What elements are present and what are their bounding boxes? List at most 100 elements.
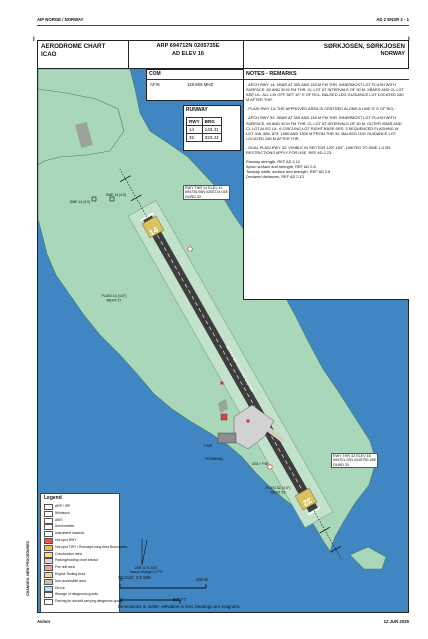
legend-label: Parking for aircraft carrying dangerous … (55, 599, 123, 604)
notes-heading: NOTES - REMARKS (246, 71, 297, 77)
runway-table: RWY BRG 14 143.41 32 323.42 (186, 117, 222, 142)
title-block: AERODROME CHART ICAO ARP 694712N 0205735… (38, 41, 408, 69)
windsock-icon (187, 246, 193, 252)
legend-swatch (44, 524, 53, 531)
legend-swatch (44, 517, 53, 524)
legend-swatch (44, 565, 53, 572)
note-references: Runway strength, REF AD 2.12 Apron surfa… (246, 159, 331, 180)
page-footer-left: Avinor (37, 619, 51, 624)
approach-lights-32-crossbar (319, 526, 331, 534)
legend-label: Hot-spot TWY / Runway/Lining Area Bounda… (55, 544, 128, 549)
legend-label: Storage of dangerous goods (55, 592, 98, 597)
page-header-left: AIP NORGE / NORWAY (37, 17, 84, 22)
legend-label: Construction area (55, 551, 82, 556)
legend-swatch (44, 504, 53, 510)
magnetic-variation-label: Annual change 0.27°E (130, 570, 164, 574)
obstacle-icon (220, 381, 224, 385)
note-apch-32: - APCH RWY 32: XBAR AT 300 AND 150 M FM … (246, 115, 403, 141)
scale-label: SCALE: 1:5 500 (118, 575, 151, 580)
chart-subtitle: ICAO (41, 51, 57, 58)
plasi-32-label: PLASI 32 (4.0°) (265, 486, 290, 490)
legend-swatch (44, 558, 53, 565)
scale-ft-500: 500 FT (173, 597, 187, 602)
legend-label: Instrument hazards (55, 531, 85, 536)
atc-label: ATA + FBI (252, 462, 268, 466)
plasi-32-label: MEHT 25 (270, 491, 285, 495)
runway-col-brg: BRG (201, 117, 222, 126)
islet (349, 546, 387, 570)
notes-box: NOTES - REMARKS - APCH RWY 14: XBAR AT 3… (243, 69, 409, 300)
plasi-14-label: PLASI 14 (4.5°) (101, 294, 126, 298)
dme-icon (109, 196, 115, 202)
legend-label: Engine Testing Area (55, 572, 86, 576)
thr14-callout: RWY THR 14 ELEV 11 694736.94N 0205714.04… (183, 185, 231, 201)
approach-lights-14 (119, 169, 148, 218)
legend-label: De-ice (55, 585, 65, 590)
scale-bar (119, 584, 207, 604)
table-row: 32 323.42 (186, 133, 222, 142)
aerodrome-name: SØRKJOSEN, SØRKJOSEN (323, 43, 405, 50)
dimensions-note: Dimensions in meter, elevation in feet, … (118, 604, 242, 609)
legend-swatch (44, 599, 53, 606)
legend-swatch (44, 538, 53, 544)
note-apch-14: - APCH RWY 14: XBAR AT 300 AND 150 M FM … (246, 82, 405, 103)
magnetic-north-line (141, 539, 148, 566)
change-bar-left: I (33, 37, 35, 43)
legend-heading: Legend (44, 495, 62, 501)
notes-content: - APCH RWY 14: XBAR AT 300 AND 150 M FM … (246, 82, 404, 180)
thr32-callout: RWY THR 32 ELEV 16 694701.02N 0205750.28… (331, 453, 379, 469)
scale-m-200: 200 M (196, 577, 208, 582)
legend-swatch (44, 510, 53, 517)
note-plasi-32: - DUAL PLASI RWY 32: VISIBLE IN SECTOR 1… (246, 144, 393, 156)
terminal-building (217, 432, 237, 444)
turn-pad-32 (294, 487, 318, 511)
approach-lights-32 (313, 510, 342, 559)
scale-m-zero: 0 (120, 577, 123, 582)
com-frequency: 119.605 MHZ (187, 82, 214, 87)
dme-icon (91, 196, 97, 202)
page-footer-right: 12 JUN 2025 (383, 619, 409, 624)
harbour-breakwater (75, 121, 93, 149)
legend-label: Windsock (55, 510, 70, 515)
legend-swatch (44, 572, 53, 578)
dme-label: DME 14 (3.9) (70, 200, 90, 204)
legend-swatch (44, 551, 53, 558)
approach-lights-32-crossbar (330, 545, 342, 553)
tower-label: TWR (204, 444, 213, 448)
legend-swatch (44, 578, 53, 585)
magnetic-variation-label: VAR 11°E 2020 (135, 566, 158, 570)
scale-ft-zero: 0 (120, 597, 123, 602)
turn-pad-14 (141, 215, 165, 239)
header-rule (37, 25, 409, 26)
legend-label: Anemometer (55, 524, 75, 529)
obstacle-icon (246, 419, 250, 423)
runway-centerline (153, 229, 308, 499)
dme2-label: DME 14 (4.5) (106, 193, 126, 197)
plasi-14-label: MEHT 27 (106, 299, 121, 303)
com-heading: COM (149, 71, 161, 77)
country-name: NORWAY (380, 51, 405, 57)
legend-label: Hot-spot RWY (55, 538, 77, 542)
taxiway-centerline (267, 428, 285, 442)
table-row: 14 143.41 (186, 125, 222, 134)
runway-box-heading: RUNWAY (186, 107, 208, 113)
legend-swatch (44, 592, 53, 599)
terminal-label: TERMINAL (204, 457, 223, 461)
runway-col-rwy: RWY (186, 117, 203, 126)
changes-note: CHANGES: NEW PROCEDURES (26, 541, 30, 596)
legend-swatch (44, 531, 53, 538)
legend-swatch (44, 544, 53, 551)
approach-lights-14-crossbar (130, 194, 142, 202)
approach-lights-14-crossbar (119, 175, 131, 183)
legend-label: Fire drill area (55, 565, 75, 570)
arp-coordinates: ARP 694712N 0205735E (156, 43, 220, 49)
chart-title: AERODROME CHART (41, 43, 106, 50)
windsock-icon (267, 464, 273, 470)
runway-bearing-box: RUNWAY RWY BRG 14 143.41 32 323.42 (183, 105, 241, 151)
legend-label: ARP / IRP (55, 504, 71, 508)
tower-building (220, 413, 228, 421)
pier (218, 399, 228, 413)
legend-swatch (44, 585, 53, 592)
chart-sheet: AERODROME CHART ICAO ARP 694712N 0205735… (37, 40, 409, 613)
